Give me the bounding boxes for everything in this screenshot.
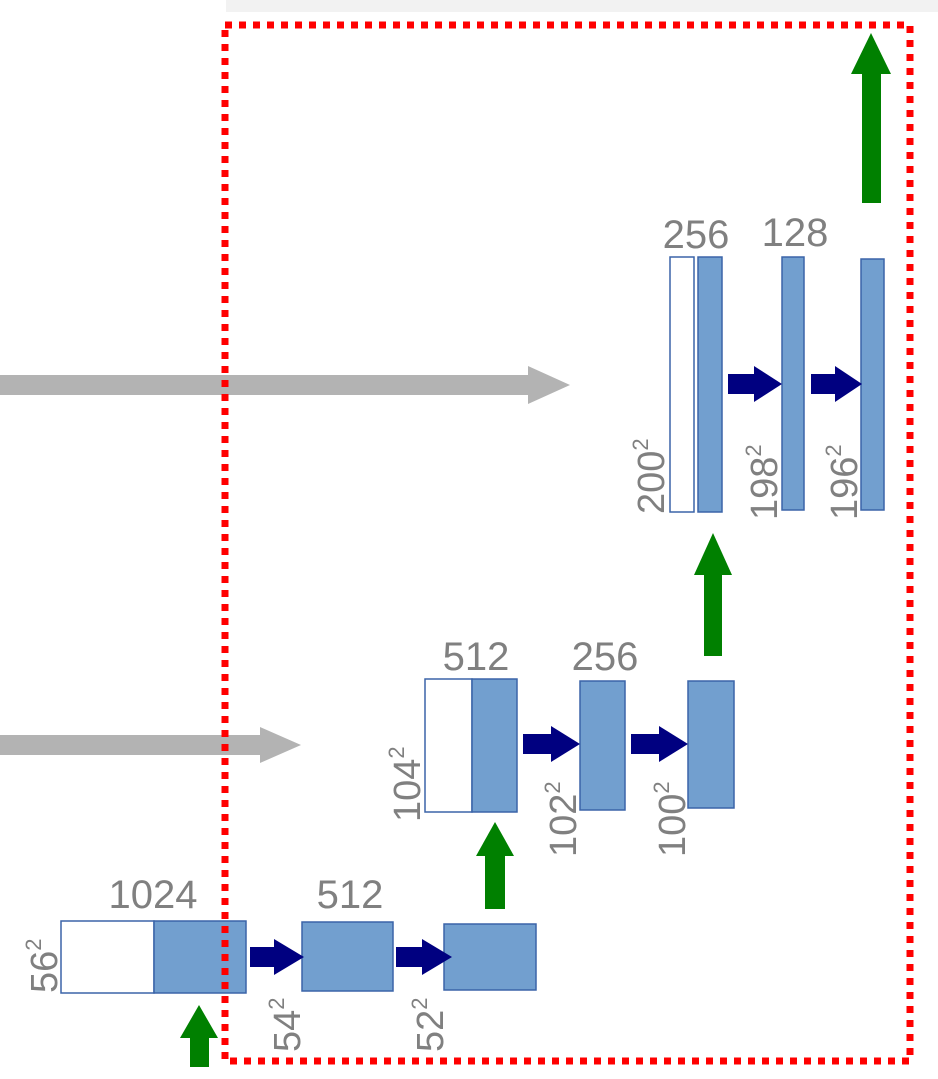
top-background-strip xyxy=(226,0,938,12)
feature-map-conv1 xyxy=(781,256,805,511)
crop-region-dotted-box xyxy=(221,21,914,1065)
skip-connection-arrow-lower xyxy=(0,727,301,763)
channel-label: 512 xyxy=(317,873,384,917)
feature-map-concat-white xyxy=(60,920,155,994)
up-conv-arrow xyxy=(851,33,891,203)
squared-superscript: 2 xyxy=(264,997,289,1009)
feature-map-conv2 xyxy=(443,923,537,991)
squared-superscript: 2 xyxy=(741,444,766,456)
feature-map-concat-blue xyxy=(697,256,723,513)
feature-map-concat-blue xyxy=(471,678,518,813)
up-conv-arrow xyxy=(180,1005,218,1067)
feature-map-concat-white xyxy=(424,678,473,813)
squared-superscript: 2 xyxy=(628,438,653,450)
squared-superscript: 2 xyxy=(407,997,432,1009)
size-label: 562 xyxy=(21,938,66,993)
feature-map-concat-white xyxy=(669,256,695,513)
size-value: 200 xyxy=(631,451,673,514)
conv-arrow xyxy=(728,366,782,402)
size-value: 100 xyxy=(652,794,694,857)
size-value: 104 xyxy=(387,759,429,822)
conv-arrow xyxy=(396,939,452,975)
up-conv-arrow xyxy=(476,822,514,909)
channel-label: 256 xyxy=(663,213,730,257)
size-value: 196 xyxy=(824,457,866,520)
conv-arrow xyxy=(631,726,688,762)
conv-arrow xyxy=(811,366,862,402)
size-label: 1982 xyxy=(741,444,786,520)
conv-arrow xyxy=(523,726,580,762)
channel-label: 256 xyxy=(572,635,639,679)
size-label: 542 xyxy=(264,997,309,1052)
channel-label: 1024 xyxy=(109,873,198,917)
size-label: 1962 xyxy=(821,444,866,520)
squared-superscript: 2 xyxy=(821,444,846,456)
skip-connection-arrow-upper xyxy=(0,366,570,404)
feature-map-concat-blue xyxy=(153,920,247,994)
size-value: 198 xyxy=(744,457,786,520)
feature-map-conv1 xyxy=(301,921,394,992)
squared-superscript: 2 xyxy=(21,938,46,950)
size-label: 1002 xyxy=(649,781,694,857)
size-value: 56 xyxy=(24,951,66,993)
up-conv-arrow xyxy=(694,533,732,656)
squared-superscript: 2 xyxy=(649,781,674,793)
squared-superscript: 2 xyxy=(384,746,409,758)
size-label: 1042 xyxy=(384,746,429,822)
size-value: 52 xyxy=(410,1010,452,1052)
channel-label: 512 xyxy=(443,635,510,679)
squared-superscript: 2 xyxy=(540,781,565,793)
size-value: 102 xyxy=(543,794,585,857)
size-label: 1022 xyxy=(540,781,585,857)
feature-map-conv1 xyxy=(579,680,626,811)
feature-map-conv2 xyxy=(687,680,735,809)
conv-arrow xyxy=(250,939,304,975)
size-label: 2002 xyxy=(628,438,673,514)
size-label: 522 xyxy=(407,997,452,1052)
size-value: 54 xyxy=(267,1010,309,1052)
channel-label: 128 xyxy=(762,211,829,255)
